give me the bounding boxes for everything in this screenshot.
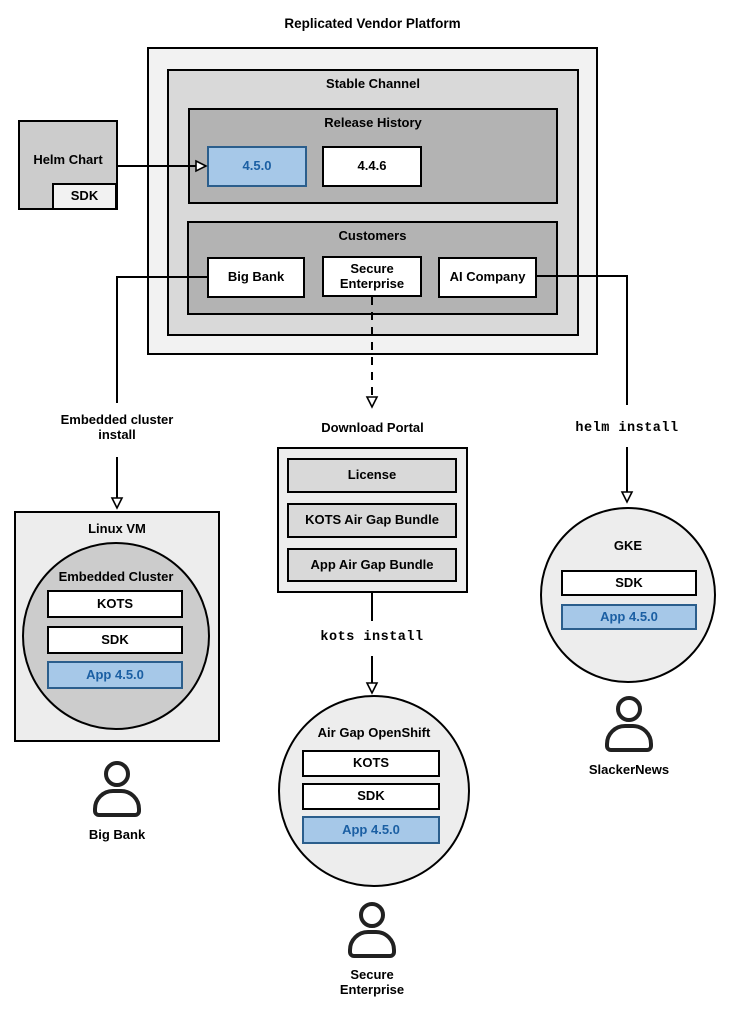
kots-install-command: kots install [320,630,424,645]
diagram-title: Replicated Vendor Platform [284,16,461,31]
release-item-previous: 4.4.6 [322,146,422,187]
stable-channel-title: Stable Channel [326,76,420,91]
component-app: App 4.5.0 [302,816,440,844]
customer-big-bank: Big Bank [207,257,305,298]
arrowhead-down-icon [620,491,634,504]
person-body-icon [93,789,141,817]
component-sdk: SDK [302,783,440,810]
release-item-current: 4.5.0 [207,146,307,187]
component-sdk: SDK [47,626,183,654]
portal-item-app-bundle: App Air Gap Bundle [287,548,457,582]
component-app: App 4.5.0 [561,604,697,630]
big-bank-persona-label: Big Bank [88,827,146,842]
person-head-icon [104,761,130,787]
slackernews-persona-label: SlackerNews [588,762,670,777]
person-body-icon [605,724,653,752]
secure-enterprise-persona-label: Secure Enterprise [339,967,405,998]
gke-title: GKE [613,538,643,553]
person-body-icon [348,930,396,958]
arrowhead-down-icon [365,396,379,409]
customer-ai-company: AI Company [438,257,537,298]
slackernews-person-icon [601,696,657,752]
airgap-openshift-title: Air Gap OpenShift [317,725,431,740]
secure-enterprise-person-icon [344,902,400,958]
linux-vm-title: Linux VM [88,521,146,536]
portal-item-license: License [287,458,457,493]
customer-secure-enterprise: Secure Enterprise [322,256,422,297]
component-app: App 4.5.0 [47,661,183,689]
arrowhead-down-icon [365,682,379,695]
arrowhead-down-icon [110,497,124,510]
portal-item-kots-bundle: KOTS Air Gap Bundle [287,503,457,538]
big-bank-person-icon [89,761,145,817]
component-sdk: SDK [561,570,697,596]
person-head-icon [359,902,385,928]
helm-chart-sdk-box: SDK [52,183,117,210]
component-kots: KOTS [302,750,440,777]
embedded-install-label: Embedded cluster install [60,412,174,443]
embedded-cluster-title: Embedded Cluster [58,569,174,584]
helm-chart-label: Helm Chart [33,152,103,167]
helm-install-command: helm install [575,421,679,436]
download-portal-title: Download Portal [321,420,424,435]
component-kots: KOTS [47,590,183,618]
person-head-icon [616,696,642,722]
release-history-title: Release History [324,115,422,130]
customers-title: Customers [338,228,407,243]
